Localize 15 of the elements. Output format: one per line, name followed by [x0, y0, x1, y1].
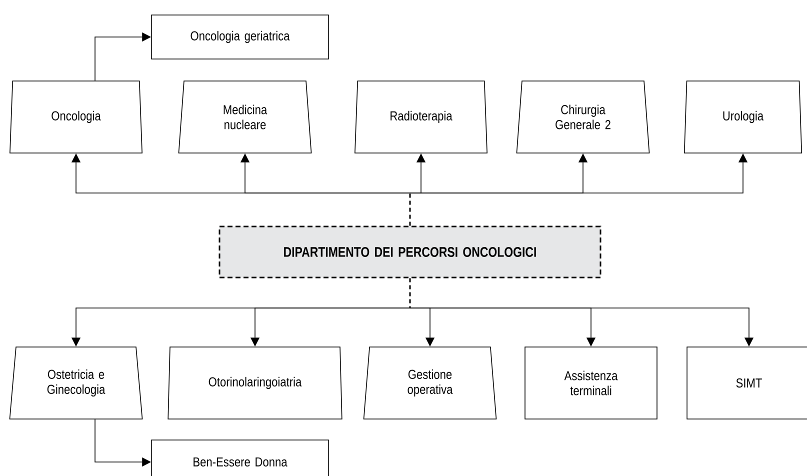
unit-box: Assistenza terminali	[524, 346, 658, 420]
unit-box: Ben-Essere Donna	[151, 440, 329, 476]
trapezoid-box: Gestione operativa	[363, 346, 497, 420]
connector-stem	[409, 193, 411, 226]
trapezoid-box: Urologia	[684, 80, 802, 154]
trapezoid-box: Radioterapia	[354, 80, 488, 154]
trapezoid-box: Oncologia	[10, 80, 142, 154]
unit-box: Oncologia geriatrica	[151, 14, 329, 60]
trapezoid-box: Chirurgia Generale 2	[516, 80, 650, 154]
trapezoid-box: Otorinolaringoiatria	[168, 346, 342, 420]
trapezoid-box: Medicina nucleare	[178, 80, 312, 154]
department-box: DIPARTIMENTO DEI PERCORSI ONCOLOGICI	[218, 226, 602, 278]
trapezoid-box: Ostetricia e Ginecologia	[9, 346, 143, 420]
connector-stem	[409, 278, 411, 308]
unit-box: SIMT	[686, 346, 807, 420]
